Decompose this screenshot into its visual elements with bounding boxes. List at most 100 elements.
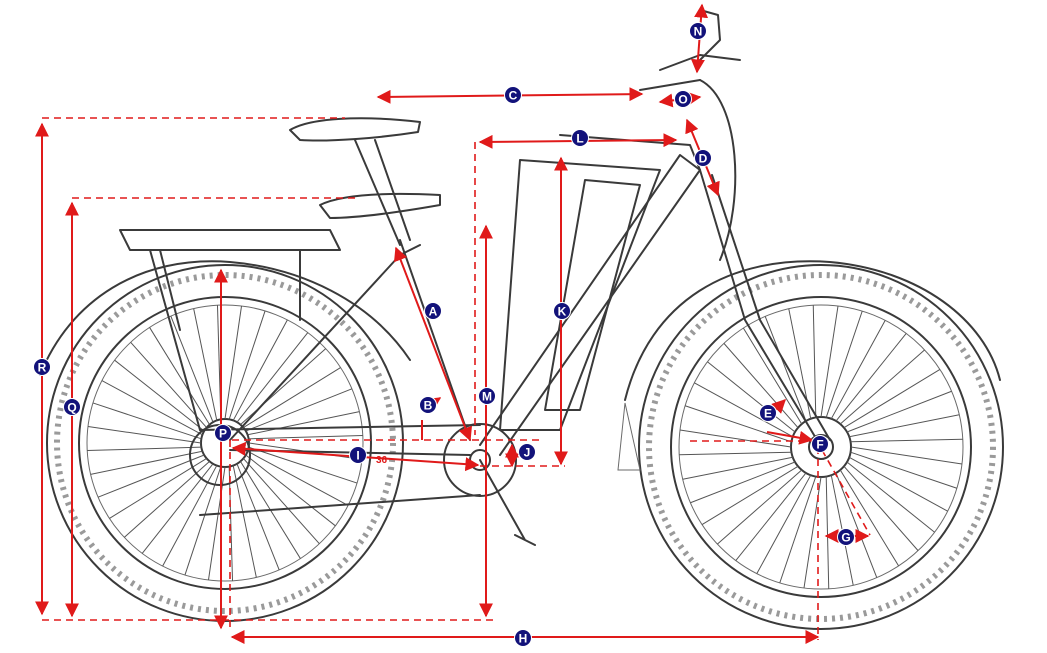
spoke: [717, 469, 803, 545]
svg-text:J: J: [524, 446, 531, 460]
spoke: [90, 450, 203, 475]
svg-text:I: I: [356, 449, 359, 463]
badge-b: B: [419, 396, 437, 414]
spoke: [839, 349, 925, 425]
spoke: [839, 469, 900, 567]
spoke: [825, 310, 863, 418]
svg-text:N: N: [694, 25, 703, 39]
spoke: [825, 476, 830, 589]
svg-text:P: P: [219, 427, 227, 441]
badge-r: R: [33, 358, 51, 376]
badges: A B C D E F G H I J K L M N O P Q R: [33, 22, 855, 647]
spoke: [846, 390, 952, 433]
spoke: [123, 461, 210, 538]
spoke: [679, 429, 792, 448]
badge-p: P: [214, 424, 232, 442]
badge-e: E: [759, 404, 777, 422]
spoke: [682, 456, 793, 480]
svg-text:A: A: [429, 305, 438, 319]
spoke: [87, 446, 202, 452]
spoke: [707, 361, 796, 433]
badge-q: Q: [63, 398, 81, 416]
rear-rack: [119, 229, 341, 431]
spoke: [812, 305, 817, 418]
spoke: [141, 463, 214, 554]
spoke: [243, 458, 320, 545]
badge-g: G: [837, 528, 855, 546]
svg-text:L: L: [576, 132, 583, 146]
spoke: [243, 367, 341, 428]
front-fork: [699, 169, 831, 446]
spoke: [779, 476, 817, 584]
dimension-lines: 36: [35, 3, 871, 644]
rear-wheel: [46, 264, 404, 622]
front-wheel: [638, 264, 1004, 630]
spoke: [846, 461, 935, 533]
spoke: [820, 305, 839, 418]
svg-text:K: K: [558, 305, 567, 319]
spoke: [247, 411, 360, 436]
spoke: [245, 454, 336, 527]
svg-text:B: B: [424, 399, 433, 413]
spoke: [830, 320, 886, 420]
spoke: [843, 368, 941, 429]
front-fender: [624, 260, 1001, 401]
svg-text:M: M: [482, 390, 492, 404]
svg-text:H: H: [519, 632, 528, 646]
spoke: [843, 465, 919, 551]
spoke: [149, 327, 210, 425]
badge-j: J: [518, 443, 536, 461]
spoke: [193, 308, 218, 421]
spoke: [764, 316, 807, 422]
svg-text:C: C: [509, 89, 518, 103]
svg-text:G: G: [841, 531, 850, 545]
badge-c: C: [504, 86, 522, 104]
badge-h: H: [514, 629, 532, 647]
spoke: [236, 463, 280, 571]
svg-text:Q: Q: [67, 401, 76, 415]
spoke: [735, 472, 807, 561]
spoke: [850, 438, 963, 443]
spoke: [684, 405, 792, 443]
spoke: [101, 380, 203, 436]
svg-text:F: F: [816, 438, 823, 452]
badge-n: N: [689, 22, 707, 40]
svg-text:R: R: [38, 361, 47, 375]
spoke: [228, 310, 266, 420]
badge-m: M: [478, 387, 496, 405]
spoke: [694, 382, 794, 438]
badge-f: F: [811, 435, 829, 453]
spoke: [97, 454, 205, 498]
spoke: [850, 451, 958, 489]
spoke: [245, 388, 353, 432]
spoke: [228, 466, 234, 581]
badge-l: L: [571, 129, 589, 147]
spoke: [701, 465, 799, 526]
spoke: [835, 333, 907, 422]
rear-fender: [39, 260, 411, 376]
chainstay-marking: 36: [376, 455, 388, 466]
spoke: [170, 315, 214, 423]
spoke: [679, 451, 792, 456]
badge-o: O: [674, 90, 692, 108]
spoke: [130, 341, 207, 428]
svg-text:D: D: [699, 152, 708, 166]
spoke: [848, 456, 948, 512]
spoke: [756, 474, 812, 574]
badge-d: D: [694, 149, 712, 167]
spoke: [742, 327, 803, 425]
svg-text:E: E: [764, 407, 772, 421]
spoke: [850, 446, 963, 465]
spoke: [114, 359, 205, 432]
svg-text:O: O: [678, 93, 687, 107]
spoke: [87, 425, 202, 444]
badge-i: I: [349, 446, 367, 464]
badge-k: K: [553, 302, 571, 320]
spoke: [184, 466, 222, 576]
spoke: [849, 414, 960, 438]
spoke: [224, 305, 243, 420]
spoke: [232, 465, 257, 578]
spoke: [232, 319, 288, 421]
saddle: [289, 117, 441, 246]
